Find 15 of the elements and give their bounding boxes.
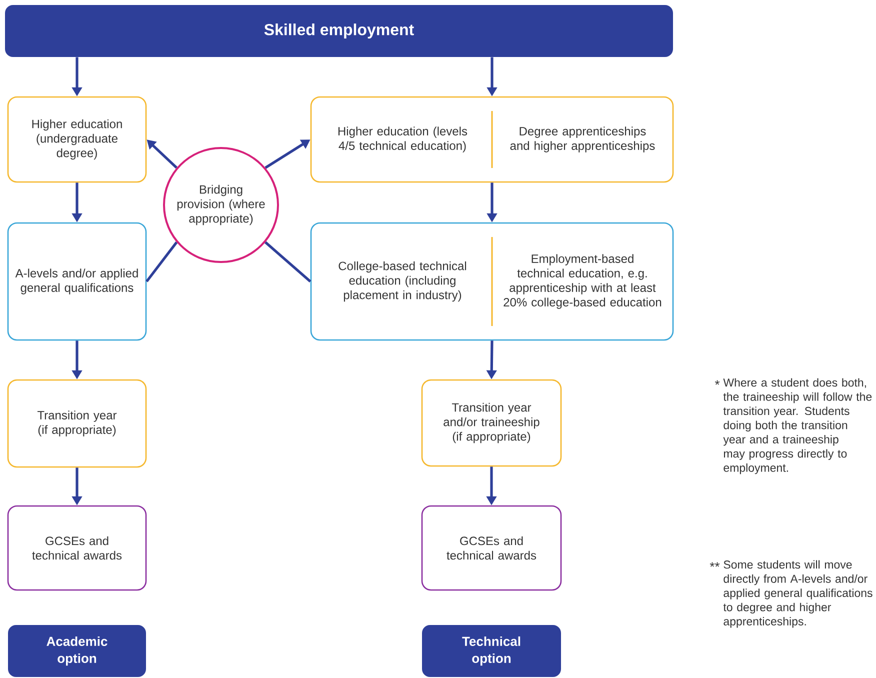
stage-box: Transition year (if appropriate) [7, 379, 147, 468]
footnote-marker: * [714, 380, 720, 385]
footnote-marker: ** [710, 562, 720, 567]
option-box: Technical option [422, 625, 561, 677]
footnote-text: Some students will move directly from A-levels and/or applied general qualifications to degree and higher apprenticeships. [723, 560, 872, 628]
footnote-text: Where a student does both, the traineeship will follow the transition year. Students doing both the transition year and a traineeship may progress directly to employment. [723, 378, 872, 474]
stage-box: Higher education (levels 4/5 technical education) Degree apprenticeships and higher apprenticeships [310, 96, 674, 183]
stage-box: A-levels and/or applied general qualifications [7, 222, 147, 341]
stage-box: Transition year and/or traineeship (if appropriate) [421, 379, 562, 467]
stage-box: GCSEs and technical awards [7, 505, 147, 591]
stage-box: GCSEs and technical awards [421, 505, 562, 591]
option-box: Academic option [8, 625, 146, 677]
heading-bar: Skilled employment [5, 5, 673, 57]
stage-box: College-based technical education (including placement in industry) Employment-based technical education, e.g. apprenticeship with at least 20% college-based education [310, 222, 674, 341]
stage-box: Higher education (undergraduate degree) [7, 96, 147, 183]
